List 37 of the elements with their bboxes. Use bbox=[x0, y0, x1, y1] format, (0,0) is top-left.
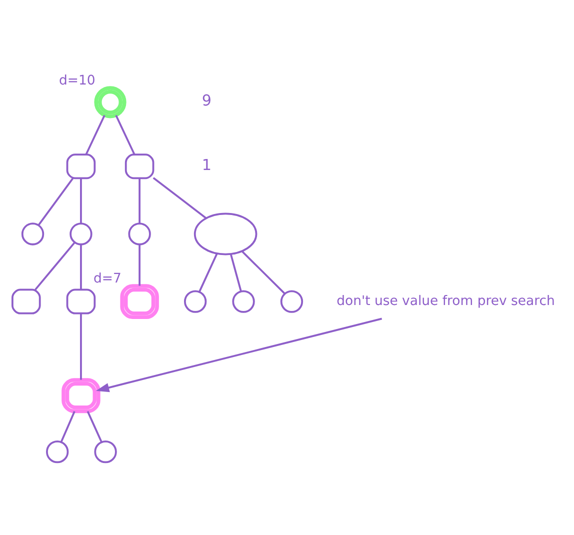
node-circle bbox=[46, 440, 69, 463]
node-circle bbox=[94, 440, 117, 463]
node-circle bbox=[280, 290, 304, 312]
connector bbox=[80, 312, 82, 380]
connector bbox=[198, 252, 218, 292]
connector bbox=[138, 178, 140, 223]
node-circle bbox=[184, 290, 207, 312]
node-circle bbox=[194, 212, 258, 255]
node-box bbox=[62, 378, 100, 413]
node-box bbox=[66, 153, 96, 179]
connector bbox=[60, 410, 76, 442]
node-circle bbox=[21, 222, 44, 245]
label: 9 bbox=[202, 91, 212, 110]
node-circle bbox=[94, 86, 126, 118]
connector bbox=[138, 244, 140, 286]
connector bbox=[242, 250, 286, 294]
node-box bbox=[120, 284, 159, 319]
connector bbox=[80, 178, 82, 223]
node-circle bbox=[232, 290, 255, 312]
connector bbox=[230, 254, 242, 292]
connector bbox=[86, 410, 102, 442]
node-text: don't use value from prev search bbox=[336, 294, 555, 309]
node-box bbox=[124, 153, 154, 179]
connector bbox=[38, 177, 74, 225]
label: 1 bbox=[202, 155, 212, 174]
connector bbox=[34, 241, 76, 290]
node-label: d=7 bbox=[93, 270, 122, 286]
node-box bbox=[12, 288, 41, 314]
connector bbox=[85, 114, 106, 154]
connector bbox=[80, 244, 82, 290]
node-circle bbox=[70, 222, 92, 245]
connector bbox=[115, 114, 136, 154]
node-box bbox=[66, 288, 96, 314]
arrow bbox=[96, 317, 382, 392]
connector bbox=[152, 176, 207, 218]
node-circle bbox=[128, 222, 151, 245]
node-label: d=10 bbox=[59, 72, 96, 88]
